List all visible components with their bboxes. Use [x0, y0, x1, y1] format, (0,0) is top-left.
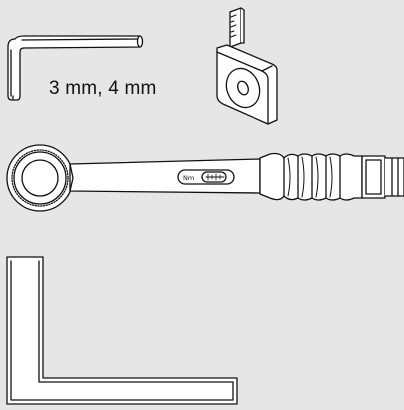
hex-key-sizes-label: 3 mm, 4 mm — [49, 78, 157, 99]
hex-key-icon — [7, 35, 144, 101]
tape-measure-icon — [216, 7, 278, 125]
carpenter-square-icon — [6, 256, 238, 405]
scale-unit-label: Nm — [183, 174, 194, 182]
torque-wrench-icon — [6, 144, 404, 212]
